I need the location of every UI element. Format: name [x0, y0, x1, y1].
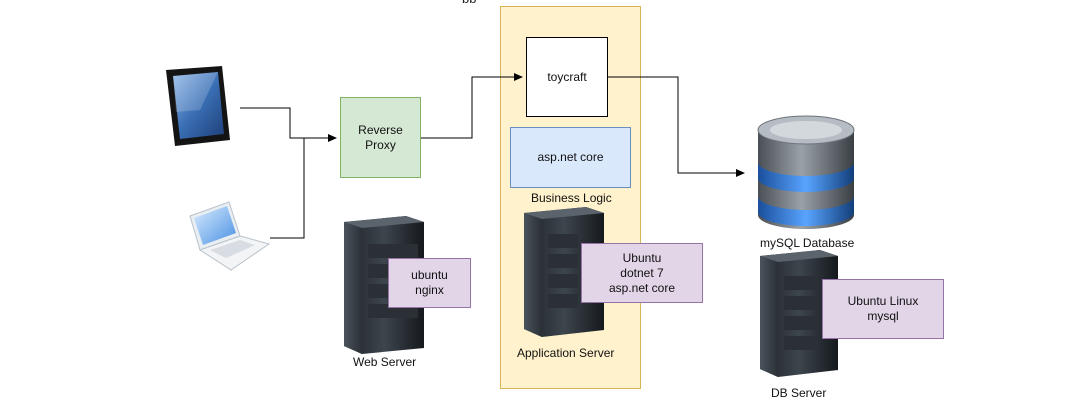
diagram-title-fragment: pp [462, 0, 522, 3]
reverse-proxy-label: Reverse Proxy [358, 122, 403, 152]
connector-proxy-to-toycraft [421, 73, 523, 139]
application-server-note: Ubuntu dotnet 7 asp.net core [581, 243, 703, 303]
toycraft-node: toycraft [526, 37, 608, 117]
business-logic-label: Business Logic [531, 191, 612, 205]
laptop-icon [189, 201, 271, 271]
aspnet-core-label: asp.net core [537, 150, 604, 164]
web-server-label: Web Server [353, 355, 417, 369]
connector-laptop-to-proxy [270, 138, 305, 239]
server-rack-icon [524, 207, 604, 337]
db-server-label: DB Server [771, 386, 827, 400]
reverse-proxy-node: Reverse Proxy [340, 97, 421, 178]
aspnet-core-node: asp.net core [510, 127, 631, 188]
db-server-note: Ubuntu Linux mysql [822, 279, 944, 339]
web-server-note-text: ubuntu nginx [411, 268, 448, 297]
mysql-database-label: mySQL Database [760, 236, 855, 250]
db-server-note-text: Ubuntu Linux mysql [847, 294, 919, 323]
database-icon [757, 115, 855, 229]
server-rack-icon [760, 250, 838, 377]
application-server-note-text: Ubuntu dotnet 7 asp.net core [608, 250, 676, 295]
application-server-label: Application Server [517, 346, 615, 360]
connector-toycraft-to-database [608, 76, 745, 177]
tablet-icon [166, 66, 230, 146]
web-server-note: ubuntu nginx [388, 258, 471, 308]
server-rack-icon [344, 216, 424, 354]
toycraft-label: toycraft [547, 69, 587, 84]
connector-tablet-to-proxy [240, 107, 337, 142]
